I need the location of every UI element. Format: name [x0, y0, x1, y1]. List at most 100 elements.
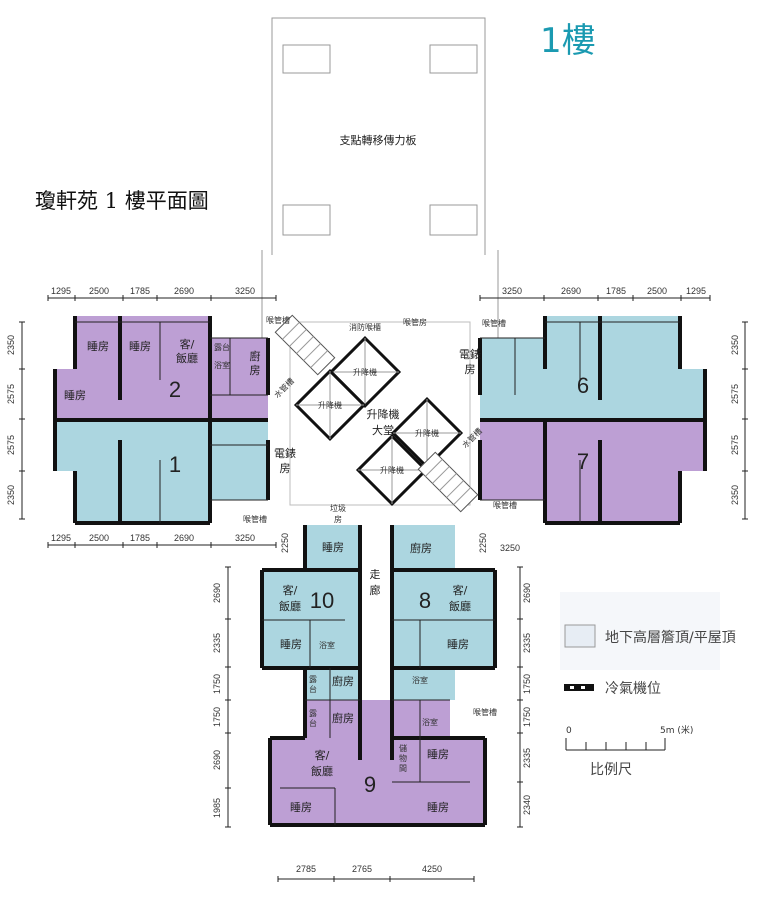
roof-legend-label: 地下高層簷頂/平屋頂: [605, 629, 736, 646]
dimension-label: 2785: [296, 864, 316, 874]
room-label: 睡房: [129, 340, 151, 353]
floor-tag: 1樓: [540, 21, 596, 61]
lift: [390, 396, 464, 470]
hose-reel-label: 消防喉櫃: [349, 322, 381, 332]
dimension-label: 2765: [352, 864, 372, 874]
room-label: 睡房: [427, 801, 449, 814]
dimension-label: 2250: [280, 533, 290, 553]
dimension-label: 2500: [89, 286, 109, 296]
dimension-label: 1750: [212, 707, 222, 727]
dimension-label: 1750: [212, 674, 222, 694]
refuse-room-label: 垃圾: [330, 503, 346, 513]
dimension-label: 1750: [522, 707, 532, 727]
plan-title: 瓊軒苑 1 樓平面圖: [35, 189, 209, 213]
ac-legend-label: 冷氣機位: [605, 681, 661, 697]
room-label: 浴室: [319, 640, 335, 650]
dimension-label: 2350: [6, 335, 16, 355]
room-label: 浴室: [214, 360, 230, 370]
dimension-label: 2575: [730, 384, 740, 404]
room-label: 睡房: [87, 340, 109, 353]
room-label: 飯廳: [311, 764, 333, 778]
room-label: 睡房: [447, 638, 469, 651]
room-label: 廚房: [410, 541, 432, 555]
unit-7: [480, 420, 705, 523]
room-label: 台: [309, 684, 317, 694]
room-label: 房: [250, 364, 261, 377]
room-label: 廚房: [332, 674, 354, 688]
dimension-label: 2500: [89, 533, 109, 543]
dimension-label: 1295: [51, 286, 71, 296]
room-label: 客/: [180, 337, 195, 351]
dimension-label: 2690: [174, 286, 194, 296]
dimension-label: 3250: [235, 533, 255, 543]
lift-lobby-label: 大堂: [372, 423, 394, 437]
room-label: 睡房: [64, 389, 86, 402]
ac-legend-icon: [564, 684, 594, 691]
room-label: 飯廳: [176, 351, 198, 365]
unit-number: 1: [169, 452, 181, 477]
room-label: 露: [309, 675, 317, 684]
meter-room-label: 電錶: [459, 348, 481, 361]
room-label: 間: [399, 764, 407, 773]
dimension-label: 1985: [212, 798, 222, 818]
dimension-label: 2350: [6, 485, 16, 505]
transfer-plate-label: 支點轉移傳力板: [340, 133, 417, 147]
dimension-label: 2690: [212, 750, 222, 770]
dimension-label: 2690: [212, 583, 222, 603]
pipe-duct-label: 喉管槽: [473, 707, 497, 717]
lift: [293, 368, 367, 442]
pipe-duct-label: 喉管槽: [243, 514, 267, 524]
dimension-label: 2350: [730, 335, 740, 355]
staircase: [417, 451, 479, 513]
room-label: 飯廳: [279, 599, 301, 613]
room-label: 客/: [453, 583, 468, 597]
unit-number: 9: [364, 772, 376, 797]
meter-room-label: 電錶: [274, 447, 296, 460]
dimension-label: 2335: [522, 633, 532, 653]
room-label: 睡房: [427, 748, 449, 761]
pipe-duct-label: 喉管槽: [493, 500, 517, 510]
lift-label: 升降機: [353, 367, 377, 377]
unit-number: 7: [577, 449, 589, 474]
dimension-label: 1785: [130, 286, 150, 296]
unit-number: 8: [419, 588, 431, 613]
scale-bar: [565, 738, 666, 751]
room-label: 睡房: [322, 541, 344, 554]
room-label: 睡房: [290, 801, 312, 814]
dimensions: 1295 2500 1785 2690 3250 3250 2690 1785 …: [6, 286, 748, 882]
dimension-label: 2335: [522, 748, 532, 768]
refuse-room-label: 房: [334, 514, 342, 524]
room-label: 客/: [315, 748, 330, 762]
unit-number: 2: [169, 377, 181, 402]
roof-legend-swatch: [564, 624, 596, 648]
dimension-label: 2335: [212, 633, 222, 653]
room-label: 台: [309, 718, 317, 728]
corridor-label: 走: [370, 568, 381, 581]
unit-2: [55, 316, 268, 420]
lift: [355, 433, 429, 507]
column-box: [429, 204, 478, 236]
dimension-label: 3250: [502, 286, 522, 296]
room-label: 露: [309, 709, 317, 718]
meter-room-label: 房: [465, 363, 476, 376]
scale-title: 比例尺: [590, 762, 632, 778]
water-duct-label: 水管槽: [272, 376, 296, 400]
unit-6: [480, 316, 705, 420]
dimension-label: 1750: [522, 674, 532, 694]
room-label: 露台: [214, 342, 230, 352]
dimension-label: 1295: [51, 533, 71, 543]
dimension-label: 1295: [686, 286, 706, 296]
legend: 地下高層簷頂/平屋頂 冷氣機位 0 5m (米) 比例尺: [560, 592, 736, 778]
unit-number: 6: [577, 373, 589, 398]
column-box: [282, 204, 331, 236]
staircase: [274, 314, 336, 376]
room-label: 儲: [399, 743, 407, 753]
room-label: 飯廳: [449, 599, 471, 613]
dimension-label: 2575: [6, 384, 16, 404]
dimension-label: 2340: [522, 795, 532, 815]
scale-zero: 0: [566, 726, 572, 736]
dimension-label: 2575: [730, 435, 740, 455]
corridor-label: 廊: [370, 583, 381, 597]
dimension-label: 2690: [561, 286, 581, 296]
